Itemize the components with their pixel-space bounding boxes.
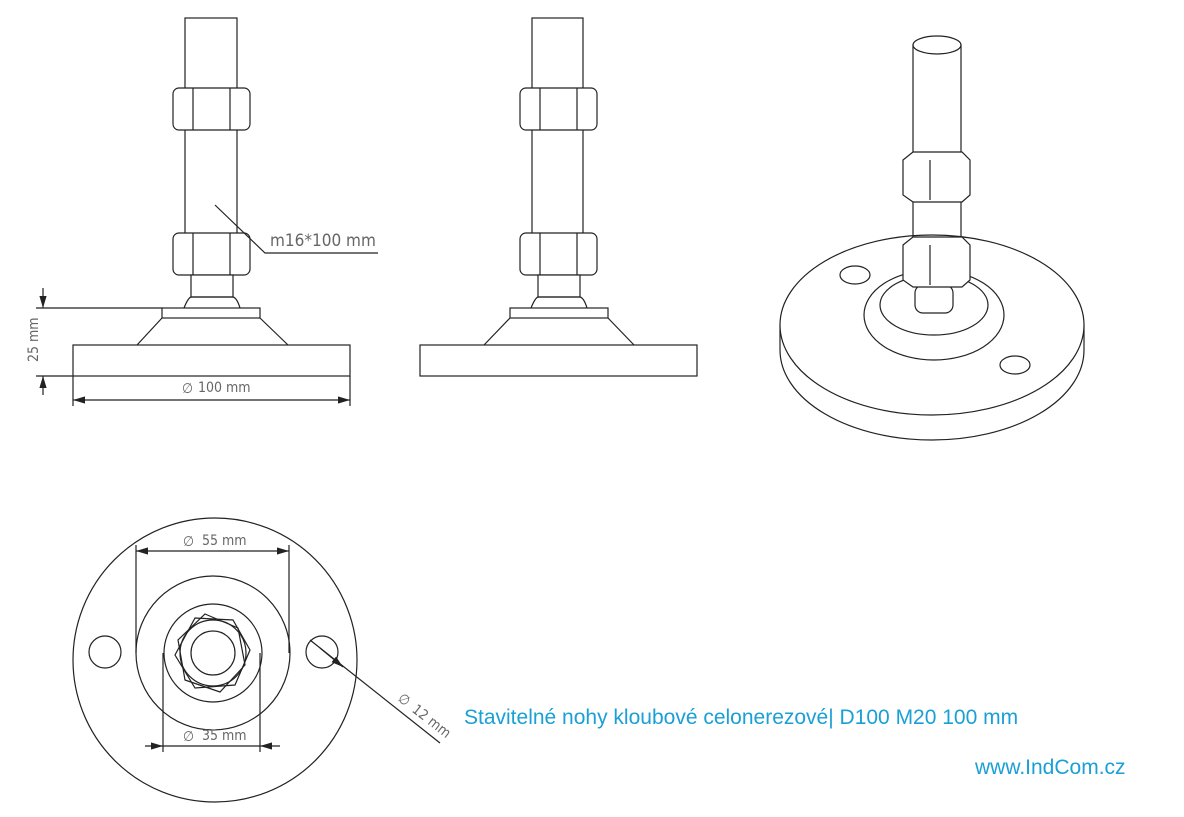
upper-nut: [172, 87, 251, 131]
svg-text:∅: ∅: [395, 691, 414, 710]
front-view-plain: [419, 17, 698, 377]
svg-text:∅: ∅: [183, 729, 194, 745]
bottom-view: ∅ 55 mm ∅ 35 mm ∅ 12 mm: [72, 517, 454, 803]
diameter-symbol: ∅: [182, 381, 193, 397]
product-title: Stavitelné nohy kloubové celonerezové| D…: [464, 706, 1019, 729]
website-link[interactable]: www.IndCom.cz: [975, 756, 1126, 779]
base-diameter-label: 100 mm: [198, 380, 251, 396]
lower-nut: [172, 232, 251, 276]
height-label: 25 mm: [26, 317, 42, 362]
svg-text:∅: ∅: [183, 534, 194, 550]
ring-35-label: 35 mm: [202, 728, 247, 744]
thread-label: m16*100 mm: [270, 231, 376, 251]
front-view-dimensioned: m16*100 mm 25 mm ∅ 100 mm: [26, 17, 378, 406]
ring-55-label: 55 mm: [202, 533, 247, 549]
isometric-view: [779, 35, 1085, 441]
